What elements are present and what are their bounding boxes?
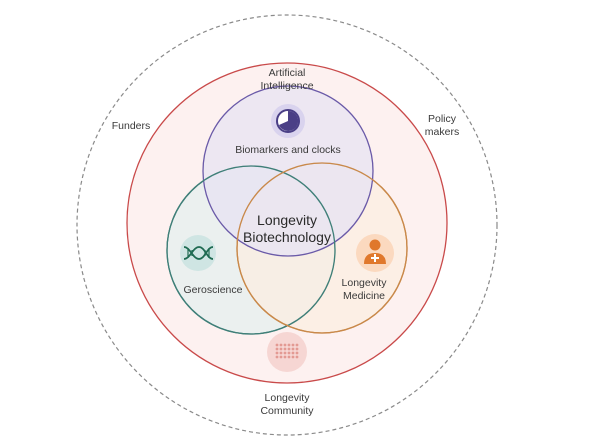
center-label-line2: Biotechnology (243, 229, 331, 245)
community-label-line2: Community (260, 405, 314, 417)
medicine-label-line2: Medicine (343, 290, 385, 302)
medicine-label-line1: Longevity (342, 277, 388, 289)
pie-chart-icon (271, 104, 305, 138)
ai-label-line1: Artificial (269, 67, 306, 79)
policy-label-line1: Policy (428, 113, 457, 125)
center-label-line1: Longevity (257, 212, 317, 228)
community-label-line1: Longevity (265, 392, 311, 404)
biomarkers-circle (202, 85, 374, 257)
funders-label: Funders (112, 120, 151, 132)
geroscience-label: Geroscience (184, 284, 243, 296)
doctor-icon (356, 234, 394, 272)
ai-label-line2: Intelligence (260, 80, 313, 92)
biomarkers-label: Biomarkers and clocks (235, 144, 341, 156)
policy-label-line2: makers (425, 126, 459, 138)
community-grid-icon (267, 332, 307, 372)
dna-icon (180, 235, 216, 271)
